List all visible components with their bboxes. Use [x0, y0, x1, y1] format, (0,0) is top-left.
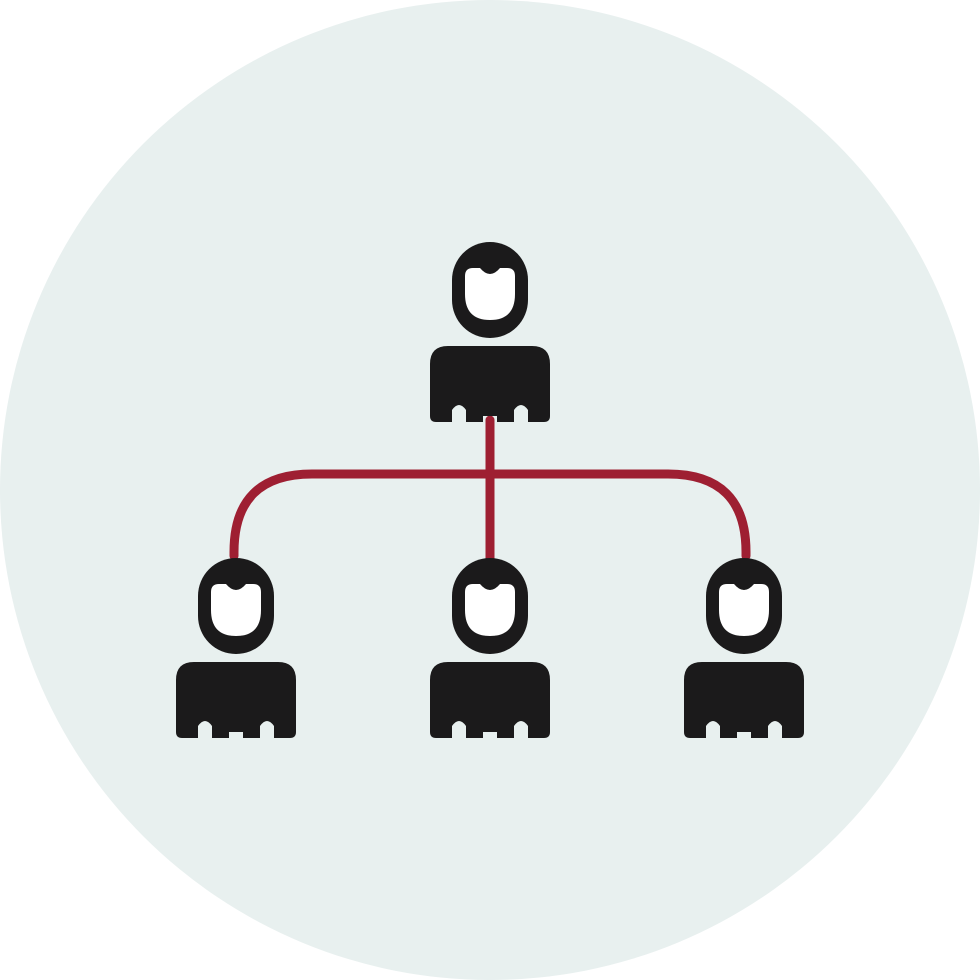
people-group	[176, 242, 804, 738]
person-icon-left	[176, 558, 296, 738]
person-face	[465, 584, 515, 636]
person-body	[430, 346, 550, 422]
person-icon-center	[430, 558, 550, 738]
person-icon-top	[430, 242, 550, 422]
connector-lines	[229, 415, 751, 565]
person-face	[211, 584, 261, 636]
person-body	[684, 662, 804, 738]
person-icon-right	[684, 558, 804, 738]
person-face	[465, 268, 515, 320]
person-body	[430, 662, 550, 738]
person-body	[176, 662, 296, 738]
person-face	[719, 584, 769, 636]
